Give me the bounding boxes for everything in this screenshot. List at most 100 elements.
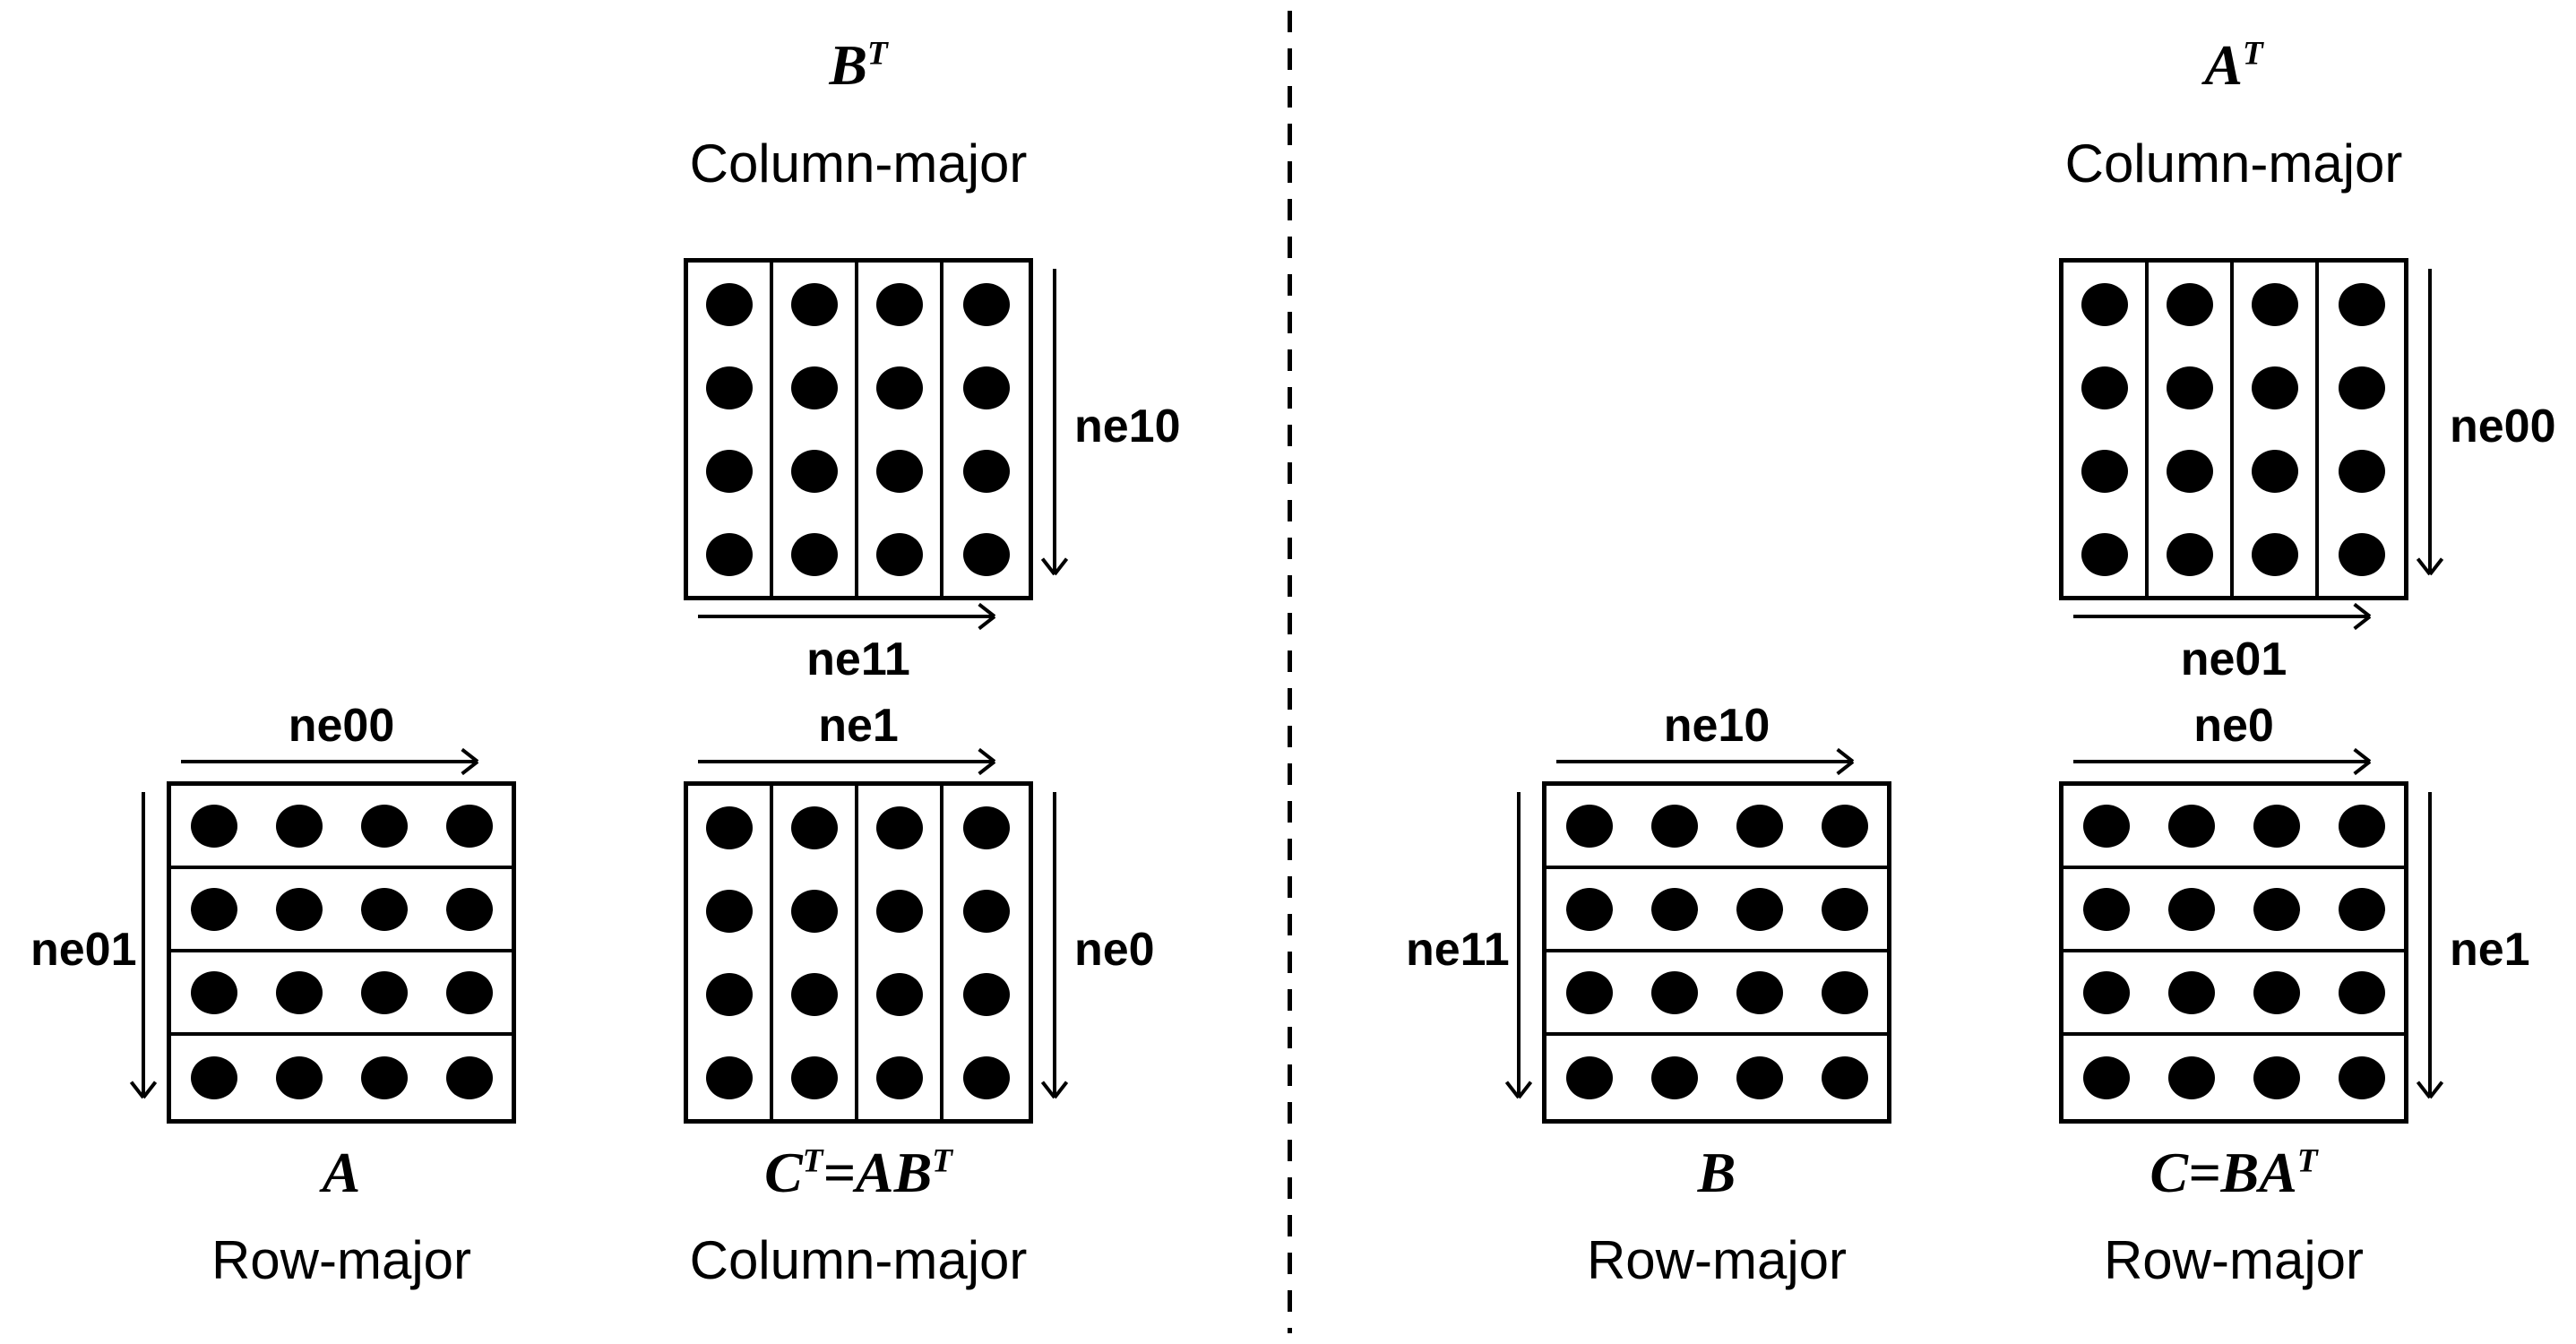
matrix-cell xyxy=(1717,869,1802,952)
dot-icon xyxy=(1650,1055,1698,1099)
dot-icon xyxy=(2081,282,2128,326)
matrix-cell xyxy=(1632,869,1717,952)
dot-icon xyxy=(1650,970,1698,1014)
matrix-cell xyxy=(2149,869,2234,952)
matrix-cell xyxy=(426,1036,512,1119)
matrix-cell xyxy=(1802,1036,1887,1119)
dot-icon xyxy=(2167,887,2215,931)
dot-icon xyxy=(2082,804,2130,848)
arrow-right-icon xyxy=(2073,615,2369,618)
dot-icon xyxy=(2253,1055,2300,1099)
matrix-cell xyxy=(773,1036,858,1119)
matrix-cell xyxy=(2234,346,2319,429)
dot-icon xyxy=(705,366,753,409)
matrix-cell xyxy=(256,952,341,1036)
matrix-cell xyxy=(858,346,943,429)
matrix-cell xyxy=(773,263,858,346)
arrow-down-icon xyxy=(142,792,145,1097)
arrow-down-icon xyxy=(1517,792,1521,1097)
dot-icon xyxy=(275,804,323,848)
dot-icon xyxy=(875,806,923,849)
dot-icon xyxy=(962,806,1010,849)
dot-icon xyxy=(2166,282,2213,326)
dot-icon xyxy=(1736,970,1783,1014)
matrix-cell xyxy=(943,513,1029,596)
dot-icon xyxy=(962,1055,1010,1099)
dot-icon xyxy=(2166,449,2213,493)
dot-icon xyxy=(275,970,323,1014)
dot-icon xyxy=(2081,366,2128,409)
matrix-cell xyxy=(688,513,773,596)
dot-icon xyxy=(2251,449,2298,493)
matrix-cell xyxy=(943,346,1029,429)
matrix-cell xyxy=(2234,263,2319,346)
matrix-cell xyxy=(1632,952,1717,1036)
dot-icon xyxy=(705,282,753,326)
matrix-cell xyxy=(2063,786,2149,869)
dot-icon xyxy=(445,1055,493,1099)
dot-icon xyxy=(705,1055,753,1099)
dot-icon xyxy=(2338,366,2385,409)
layout-label-b: Row-major xyxy=(1586,1230,1848,1290)
title-superscript: T xyxy=(2243,35,2263,73)
matrix-cell xyxy=(2319,513,2404,596)
dot-icon xyxy=(875,532,923,576)
title-base: B xyxy=(829,33,867,97)
dot-icon xyxy=(705,806,753,849)
matrix-unit-b: ne10 ne11 B Row-major xyxy=(1406,700,1891,1290)
dot-icon xyxy=(360,804,408,848)
panel-divider xyxy=(1288,11,1292,1333)
dot-icon xyxy=(2082,1055,2130,1099)
title-base: B xyxy=(1697,1141,1736,1204)
arrow-right-icon xyxy=(698,760,994,763)
matrix-cell xyxy=(773,429,858,513)
dot-icon xyxy=(1565,970,1613,1014)
dot-icon xyxy=(962,889,1010,933)
arrow-right-icon xyxy=(1556,760,1852,763)
layout-label-c-transpose: Column-major xyxy=(689,1230,1028,1290)
dot-icon xyxy=(875,972,923,1016)
matrix-cell xyxy=(858,786,943,869)
dot-icon xyxy=(2338,449,2385,493)
matrix-cell xyxy=(2319,1036,2404,1119)
title-base: C xyxy=(2150,1141,2189,1204)
dot-icon xyxy=(190,1055,237,1099)
matrix-unit-a: ne00 ne01 A Row-major xyxy=(30,700,516,1290)
dot-icon xyxy=(2338,282,2385,326)
matrix-cell xyxy=(773,952,858,1036)
dot-icon xyxy=(2166,366,2213,409)
dot-icon xyxy=(360,1055,408,1099)
matrix-cell xyxy=(943,952,1029,1036)
matrix-cell xyxy=(1717,952,1802,1036)
dot-icon xyxy=(2338,970,2385,1014)
matrix-cell xyxy=(773,346,858,429)
dot-icon xyxy=(790,889,838,933)
dot-icon xyxy=(2166,532,2213,576)
matrix-grid-b-transpose xyxy=(684,258,1033,600)
matrix-cell xyxy=(858,429,943,513)
matrix-cell xyxy=(688,1036,773,1119)
dot-icon xyxy=(962,532,1010,576)
matrix-cell xyxy=(1632,786,1717,869)
matrix-cell xyxy=(2234,952,2319,1036)
dot-icon xyxy=(275,1055,323,1099)
dot-icon xyxy=(2338,804,2385,848)
matrix-cell xyxy=(1802,869,1887,952)
matrix-cell xyxy=(1717,786,1802,869)
matrix-cell xyxy=(426,786,512,869)
dim-label-ne11: ne11 xyxy=(1406,924,1510,976)
dot-icon xyxy=(2082,887,2130,931)
matrix-cell xyxy=(171,1036,256,1119)
matrix-cell xyxy=(943,869,1029,952)
title-superscript: T xyxy=(867,35,888,73)
dot-icon xyxy=(190,887,237,931)
matrix-cell xyxy=(773,869,858,952)
dim-label-ne10: ne10 xyxy=(1074,401,1181,452)
matrix-cell xyxy=(688,786,773,869)
dot-icon xyxy=(705,532,753,576)
matrix-title-b-transpose: BT xyxy=(684,32,1033,99)
dot-icon xyxy=(1736,887,1783,931)
dot-icon xyxy=(875,1055,923,1099)
dim-label-ne00: ne00 xyxy=(2450,401,2556,452)
layout-label-a-transpose: Column-major xyxy=(2064,134,2403,194)
